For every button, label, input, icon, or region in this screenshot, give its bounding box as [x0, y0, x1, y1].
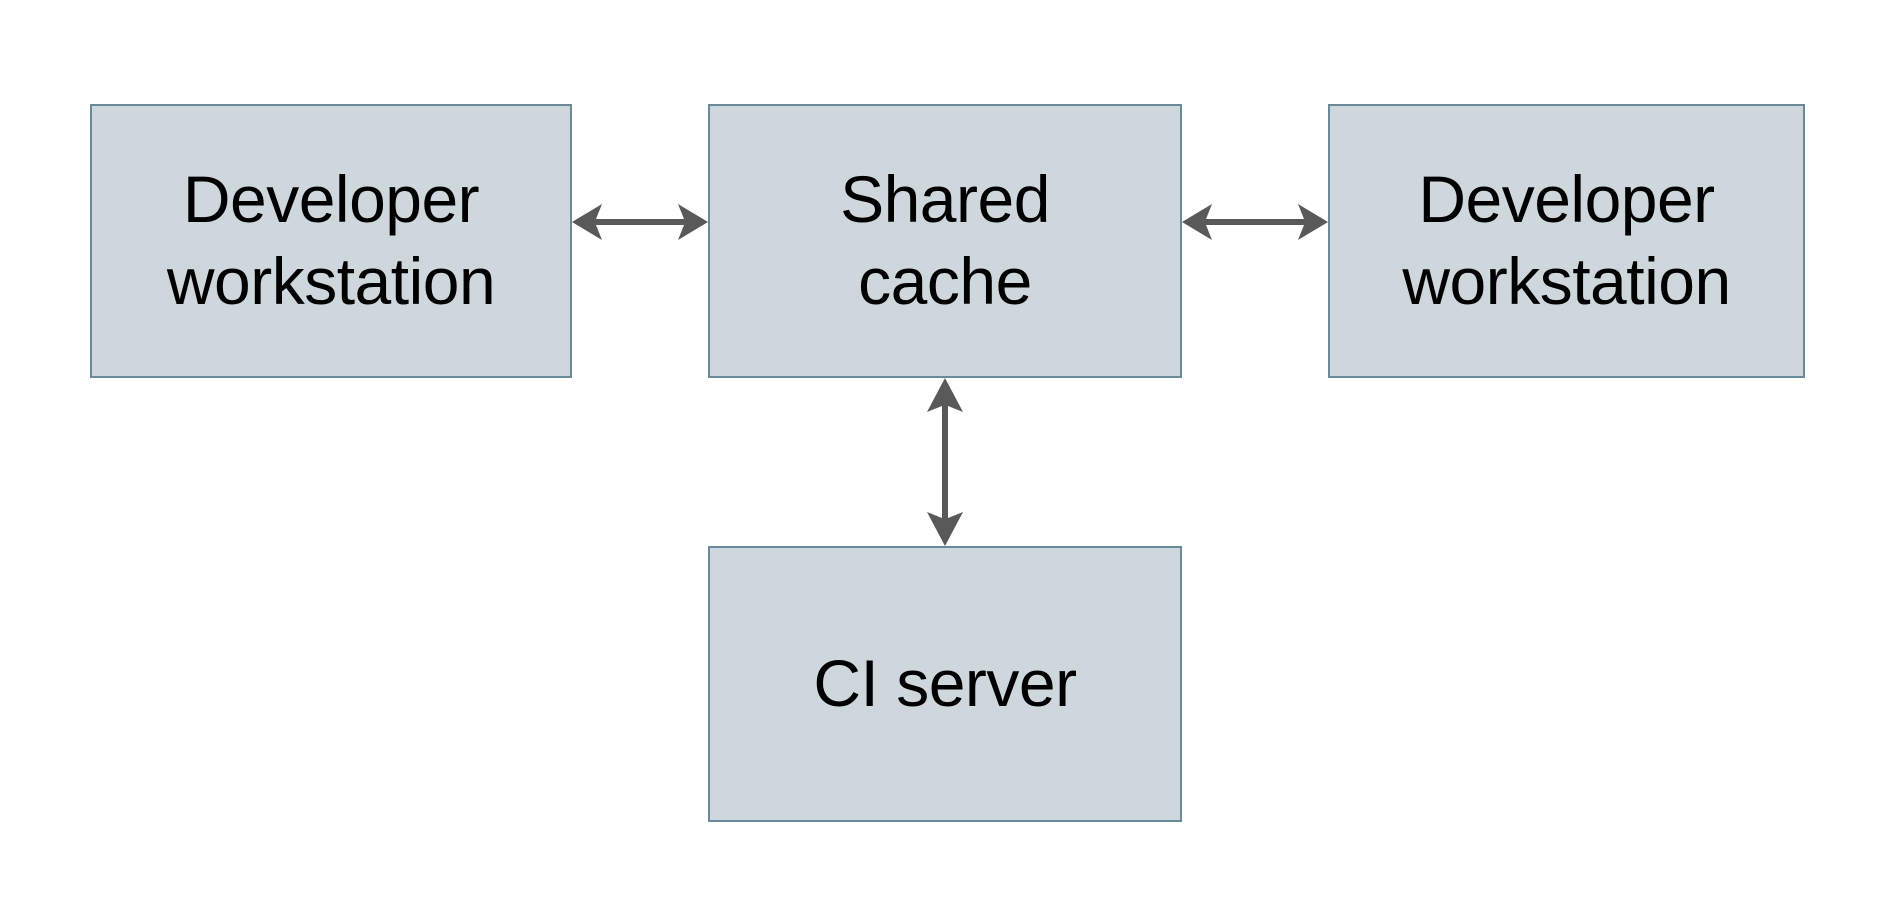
node-label: CI server — [813, 646, 1077, 721]
node-developer-workstation-left[interactable]: Developer workstation — [90, 104, 572, 378]
node-shared-cache[interactable]: Shared cache — [708, 104, 1182, 378]
node-label: Shared cache — [840, 162, 1050, 318]
edge-cache-to-ci-server[interactable] — [915, 378, 975, 546]
edge-cache-to-right-dev[interactable] — [1182, 192, 1328, 252]
node-label: Developer workstation — [1402, 162, 1731, 318]
bidirectional-arrow-icon — [927, 378, 963, 546]
node-ci-server[interactable]: CI server — [708, 546, 1182, 822]
node-label: Developer workstation — [166, 162, 496, 318]
node-developer-workstation-right[interactable]: Developer workstation — [1328, 104, 1805, 378]
bidirectional-arrow-icon — [572, 204, 708, 240]
bidirectional-arrow-icon — [1182, 204, 1328, 240]
edge-left-dev-to-cache[interactable] — [572, 192, 708, 252]
